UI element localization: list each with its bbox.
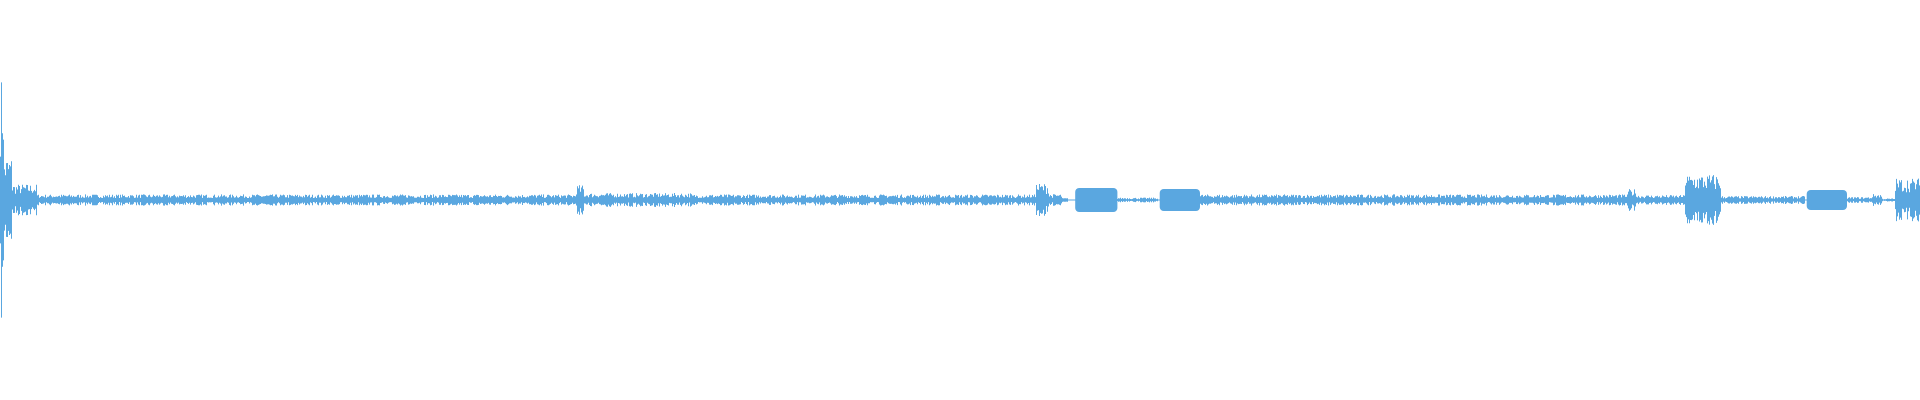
waveform-samples bbox=[0, 82, 1920, 318]
waveform-block-10 bbox=[1075, 188, 1118, 212]
waveform-block-18 bbox=[1806, 190, 1847, 210]
waveform-block-12 bbox=[1159, 189, 1200, 211]
